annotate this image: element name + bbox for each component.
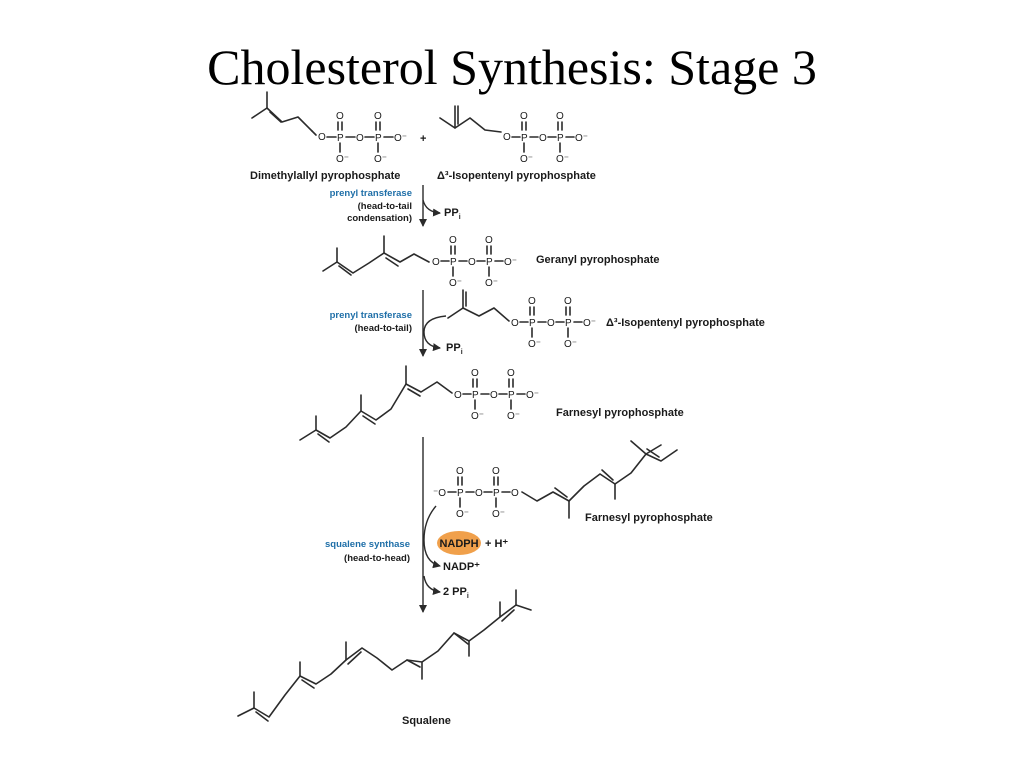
atom: O [374, 111, 382, 122]
ipp-label: Δ³-Isopentenyl pyrophosphate [437, 170, 596, 182]
atom: O⁻ [336, 154, 349, 165]
atom: O [547, 318, 555, 329]
atom: O [485, 235, 493, 246]
atom: O⁻ [556, 154, 569, 165]
gpp-label: Geranyl pyrophosphate [536, 254, 659, 266]
atom: O⁻ [394, 133, 407, 144]
ipp-structure: O P O O⁻ O P O O⁻ O⁻ [439, 105, 588, 165]
byproduct-step1: PPi [444, 207, 461, 221]
fpp-label-main: Farnesyl pyrophosphate [556, 407, 684, 419]
gpp-chain [322, 252, 430, 274]
nadph-label: NADPH [439, 538, 478, 550]
atom: P [337, 133, 344, 144]
atom: P [472, 390, 479, 401]
squalene-chain [237, 604, 532, 718]
fpp-structure-reversed: ⁻O P O O⁻ O P O O⁻ O [433, 440, 678, 520]
slide-title: Cholesterol Synthesis: Stage 3 [207, 39, 817, 95]
atom: O⁻ [471, 411, 484, 422]
atom: O [520, 111, 528, 122]
atom: O⁻ [528, 339, 541, 350]
plus-sign: + [420, 133, 426, 145]
atom: O [318, 132, 326, 143]
atom: O [511, 318, 519, 329]
h-plus-label: + H⁺ [485, 538, 508, 550]
cofactor-arrow [423, 505, 441, 569]
gpp-structure: O P O O⁻ O P O O⁻ O⁻ [322, 235, 517, 289]
atom: O [449, 235, 457, 246]
enzyme-label-step3: squalene synthase [325, 539, 410, 550]
enzyme-label-step2: prenyl transferase [330, 310, 412, 321]
enzyme-label-step1: prenyl transferase [330, 188, 412, 199]
ipp-label-step2: Δ³-Isopentenyl pyrophosphate [606, 317, 765, 329]
fpp-chain-reversed [521, 449, 678, 502]
atom: O⁻ [564, 339, 577, 350]
atom: O [528, 296, 536, 307]
atom: O [468, 257, 476, 268]
dmapp-structure: O P O O⁻ O P O O⁻ O⁻ [251, 91, 407, 165]
nadp-plus-label: NADP⁺ [443, 561, 480, 573]
fpp-chain [299, 381, 453, 441]
atom: O⁻ [507, 411, 520, 422]
atom: O⁻ [504, 257, 517, 268]
atom: O [336, 111, 344, 122]
atom: O [511, 488, 519, 499]
atom: P [557, 133, 564, 144]
atom: O [490, 390, 498, 401]
byproduct-arrow-step3 [423, 575, 441, 595]
dmapp-chain [251, 107, 313, 132]
atom: O [492, 466, 500, 477]
atom: O [471, 368, 479, 379]
atom: O⁻ [449, 278, 462, 289]
ipp-chain [439, 117, 502, 133]
atom: O⁻ [492, 509, 505, 520]
atom: O⁻ [456, 509, 469, 520]
atom: ⁻O [433, 488, 446, 499]
atom: P [521, 133, 528, 144]
condition-label-step3: (head-to-head) [344, 553, 410, 564]
atom: O [454, 390, 462, 401]
byproduct-step3: 2 PPi [443, 586, 469, 600]
fpp-structure: O P O O⁻ O P O O⁻ O⁻ [299, 365, 539, 443]
atom: O⁻ [485, 278, 498, 289]
condition-label-step1a: (head-to-tail [358, 201, 412, 212]
atom: O [556, 111, 564, 122]
atom: P [529, 318, 536, 329]
atom: P [457, 488, 464, 499]
atom: O⁻ [374, 154, 387, 165]
byproduct-arrow-step2 [423, 315, 447, 352]
atom: O [507, 368, 515, 379]
nadph-highlight [437, 531, 481, 555]
atom: O [456, 466, 464, 477]
condition-label-step1b: condensation) [347, 213, 412, 224]
atom: O⁻ [526, 390, 539, 401]
atom: O⁻ [583, 318, 596, 329]
atom: O [564, 296, 572, 307]
atom: O [475, 488, 483, 499]
squalene-structure [237, 589, 532, 722]
atom: O⁻ [575, 133, 588, 144]
dmapp-label: Dimethylallyl pyrophosphate [250, 170, 400, 182]
atom: O [503, 132, 511, 143]
squalene-label: Squalene [402, 715, 451, 727]
atom: O [432, 257, 440, 268]
condition-label-step2: (head-to-tail) [354, 323, 412, 334]
atom: P [375, 133, 382, 144]
ipp-structure-step2: O P O O⁻ O P O O⁻ O⁻ [447, 289, 596, 350]
atom: O⁻ [520, 154, 533, 165]
byproduct-arrow-step1 [422, 199, 441, 217]
ipp-chain-2 [447, 307, 510, 322]
atom: P [486, 257, 493, 268]
atom: P [493, 488, 500, 499]
byproduct-step2: PPi [446, 342, 463, 356]
atom: O [539, 133, 547, 144]
atom: O [356, 133, 364, 144]
dmapp-double-bond [269, 111, 282, 123]
atom: P [565, 318, 572, 329]
fpp-label-reversed: Farnesyl pyrophosphate [585, 512, 713, 524]
atom: P [508, 390, 515, 401]
atom: P [450, 257, 457, 268]
